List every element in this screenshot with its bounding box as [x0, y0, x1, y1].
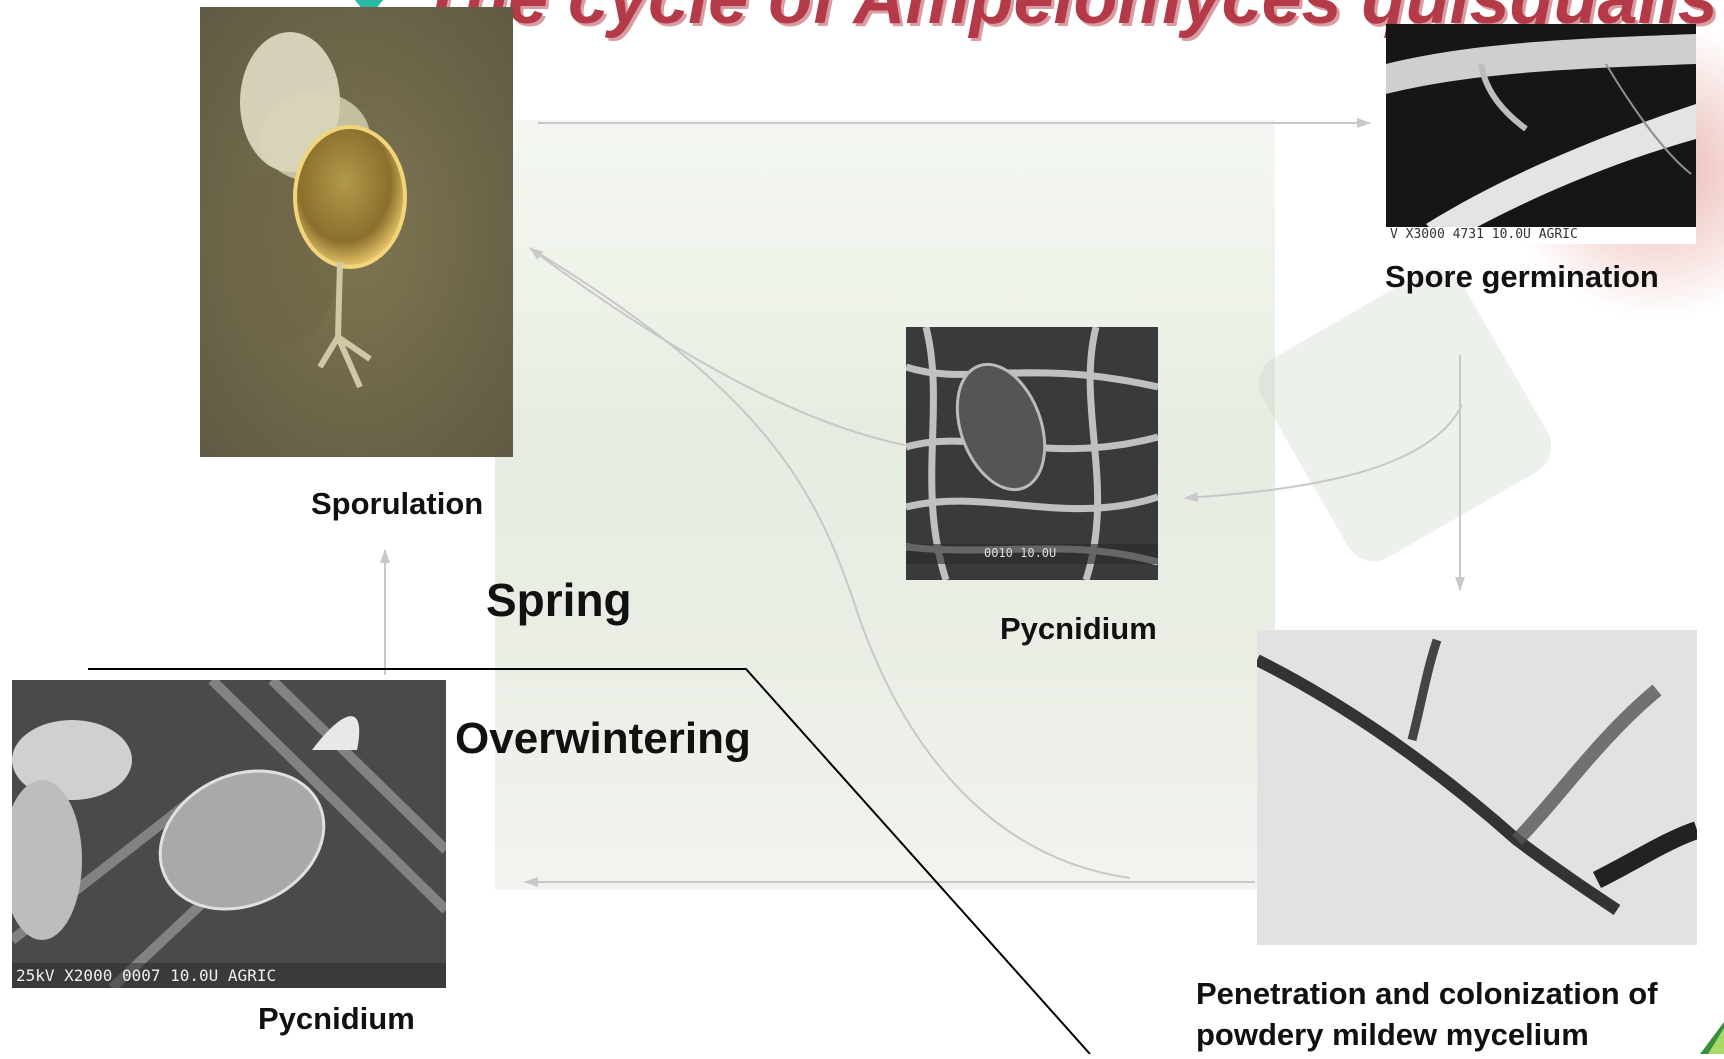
penetration-label-line1: Penetration and colonization of: [1196, 976, 1658, 1012]
sporulation-micrograph: [200, 7, 513, 457]
season-overwintering-label: Overwintering: [455, 714, 751, 764]
pycnidium-center-micrograph: 0010 10.0U: [906, 327, 1158, 580]
penetration-label-line2: powdery mildew mycelium: [1196, 1017, 1589, 1053]
arrow-germination-to-pycnidium: [1185, 405, 1462, 498]
pycnidium-center-label: Pycnidium: [1000, 611, 1157, 647]
pycnidium-overwintering-scale-caption: 25kV X2000 0007 10.0U AGRIC: [16, 966, 276, 985]
sporulation-label: Sporulation: [311, 486, 483, 522]
spore-germination-label: Spore germination: [1385, 259, 1659, 295]
penetration-micrograph: [1257, 630, 1697, 945]
pycnidium-overwintering-label: Pycnidium: [258, 1001, 415, 1037]
pycnidium-center-scale-caption: 0010 10.0U: [984, 546, 1056, 560]
arrow-pycnidium-to-sporulation: [530, 248, 905, 445]
corner-logo-icon: [1700, 1022, 1724, 1054]
pycnidium-overwintering-micrograph: 25kV X2000 0007 10.0U AGRIC: [12, 680, 446, 988]
season-spring-label: Spring: [486, 573, 632, 627]
spore-germination-scale-caption: V X3000 4731 10.0U AGRIC: [1390, 227, 1578, 242]
spore-germination-micrograph: V X3000 4731 10.0U AGRIC: [1386, 24, 1696, 244]
